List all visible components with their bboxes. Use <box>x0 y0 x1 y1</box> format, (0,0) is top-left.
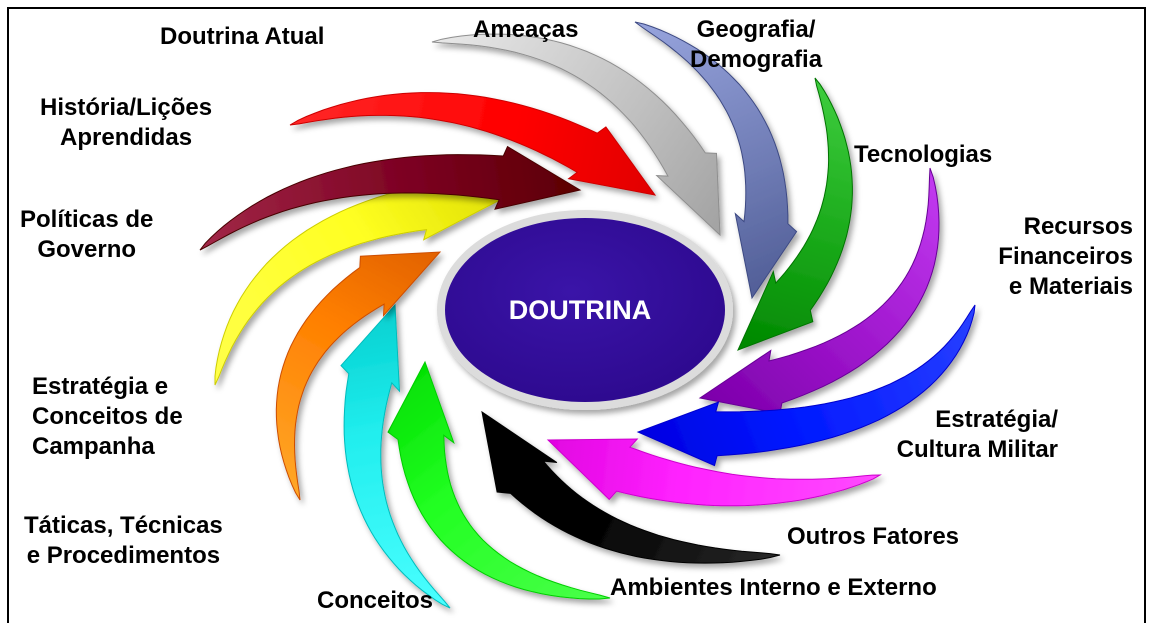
label-line: Cultura Militar <box>896 436 1058 463</box>
arrow-estrategia-campanha <box>275 251 442 501</box>
label-doutrina-atual: Doutrina Atual <box>160 22 324 52</box>
label-line: Recursos <box>1023 213 1133 240</box>
label-estrategia-militar: Estratégia/ Cultura Militar <box>897 405 1058 465</box>
arrow-taticas <box>340 303 451 609</box>
label-line: Outros Fatores <box>787 523 960 550</box>
arrow-ameacas <box>431 33 721 237</box>
label-ameacas: Ameaças <box>473 15 578 45</box>
label-line: Demografia <box>690 46 823 73</box>
label-line: Doutrina Atual <box>160 23 325 50</box>
arrow-historia <box>199 145 582 251</box>
arrow-group <box>199 21 976 609</box>
label-line: Políticas de <box>20 206 154 233</box>
label-line: Estratégia/ <box>935 406 1058 433</box>
label-line: História/Lições <box>40 94 213 121</box>
label-line: Tecnologias <box>854 141 993 168</box>
label-outros-fatores: Outros Fatores <box>787 522 959 552</box>
center-label: DOUTRINA <box>509 295 652 325</box>
arrow-recursos <box>698 167 940 415</box>
arrow-outros-fatores <box>546 438 882 507</box>
label-recursos: Recursos Financeiros e Materiais <box>998 212 1133 302</box>
label-line: e Procedimentos <box>26 542 221 569</box>
label-line: Ameaças <box>473 16 579 43</box>
arrow-tecnologias <box>737 77 853 351</box>
center-ellipse <box>445 218 725 402</box>
arrow-estrategia-militar <box>636 304 976 467</box>
label-line: Geografia/ <box>696 16 816 43</box>
label-line: Estratégia e <box>32 373 169 400</box>
label-line: Ambientes Interno e Externo <box>610 574 937 601</box>
label-line: Aprendidas <box>60 124 193 151</box>
label-geografia: Geografia/ Demografia <box>690 15 822 75</box>
label-line: e Materiais <box>1008 273 1133 300</box>
label-line: Financeiros <box>998 243 1133 270</box>
label-taticas: Táticas, Técnicas e Procedimentos <box>24 511 223 571</box>
label-tecnologias: Tecnologias <box>854 140 992 170</box>
label-conceitos: Conceitos <box>317 586 433 616</box>
arrow-conceitos <box>387 360 611 600</box>
arrow-doutrina-atual <box>289 92 657 196</box>
arrow-geografia <box>634 21 798 300</box>
label-line: Táticas, Técnicas <box>24 512 223 539</box>
label-line: Campanha <box>32 433 155 460</box>
label-politicas: Políticas de Governo <box>20 205 153 265</box>
label-line: Conceitos <box>317 587 434 614</box>
label-line: Governo <box>37 236 137 263</box>
label-ambientes: Ambientes Interno e Externo <box>610 573 937 603</box>
label-historia: História/Lições Aprendidas <box>40 93 212 153</box>
label-line: Conceitos de <box>32 403 183 430</box>
label-estrategia-campanha: Estratégia e Conceitos de Campanha <box>32 372 183 462</box>
arrow-ambientes <box>481 410 781 564</box>
